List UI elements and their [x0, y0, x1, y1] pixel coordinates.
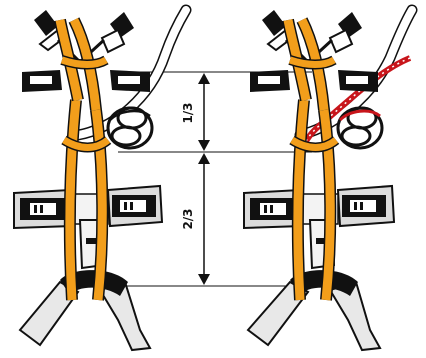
guide-lines — [118, 72, 312, 286]
right-harness-setup — [244, 10, 412, 350]
left-harness-setup — [14, 10, 186, 350]
dimension-arrow-top — [198, 73, 210, 151]
measure-label-bottom: 2/3 — [181, 208, 195, 229]
right-figure-eight-knot — [338, 108, 382, 148]
left-figure-eight-knot — [108, 108, 152, 148]
dimension-arrow-bottom — [198, 153, 210, 285]
measure-label-top: 1/3 — [181, 102, 195, 123]
